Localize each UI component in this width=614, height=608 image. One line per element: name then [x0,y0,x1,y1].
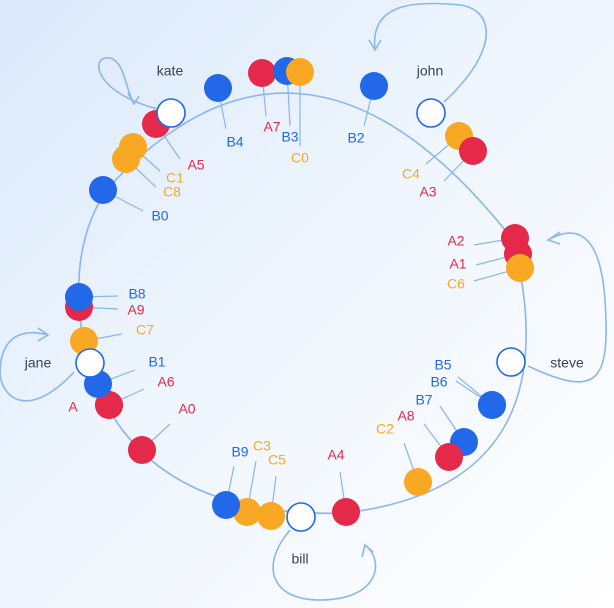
key-label-a3: A3 [419,184,436,200]
key-dot-a3 [459,137,487,165]
key-label-c4: C4 [402,166,420,182]
arrow-layer [0,2,607,601]
key-dot-c7 [70,327,98,355]
node-jane [75,348,105,378]
key-label-a4: A4 [327,447,344,463]
key-label-b5: B5 [434,357,451,373]
key-dot-a7 [248,59,276,87]
john-loop-arrow [368,2,488,103]
key-label-b2: B2 [347,130,364,146]
key-label-a2: A2 [447,233,464,249]
key-dot-b2 [360,72,388,100]
bill-loop-arrow [272,529,377,601]
key-label-c5: C5 [268,452,286,468]
key-label-c6: C6 [447,276,465,292]
key-label-b0: B0 [151,208,168,224]
key-dot-b4 [204,74,232,102]
key-label-b7: B7 [415,392,432,408]
key-dot-c5 [257,502,285,530]
key-dot-b0 [89,176,117,204]
key-label-c3: C3 [253,438,271,454]
key-dot-a8 [435,443,463,471]
key-label-c8: C8 [163,184,181,200]
key-dot-a [95,391,123,419]
key-label-b8: B8 [128,286,145,302]
key-label-b3: B3 [281,129,298,145]
key-label-a8: A8 [397,408,414,424]
key-dot-c2 [404,468,432,496]
key-label-c7: C7 [136,322,154,338]
node-john [416,98,446,128]
node-label-bill: bill [291,551,308,567]
node-bill [286,502,316,532]
key-label-a9: A9 [127,302,144,318]
node-kate [156,98,186,128]
key-dot-a4 [332,498,360,526]
key-label-c1: C1 [166,170,184,186]
key-label-a0: A0 [178,401,195,417]
key-dot-b8 [65,283,93,311]
key-dot-b9 [212,491,240,519]
key-label-b6: B6 [430,374,447,390]
node-steve [496,347,526,377]
key-dot-b6 [478,391,506,419]
key-label-c0: C0 [291,150,309,166]
key-label-a: A [68,399,78,415]
key-dot-c0 [286,58,314,86]
key-label-a7: A7 [263,119,280,135]
key-label-b4: B4 [226,134,243,150]
node-label-steve: steve [550,355,584,371]
key-label-a1: A1 [449,256,466,272]
key-dot-c1 [119,133,147,161]
kate-loop-arrow [98,57,163,111]
key-label-b1: B1 [148,354,165,370]
node-label-john: john [416,63,443,79]
key-label-a5: A5 [187,157,204,173]
node-label-jane: jane [24,355,52,371]
node-label-kate: kate [157,63,184,79]
jane-loop-arrow [0,327,75,402]
key-label-a6: A6 [157,374,174,390]
key-label-c2: C2 [376,421,394,437]
steve-loop-arrow [527,231,607,383]
nodes-layer [75,98,526,532]
key-dot-a0 [128,436,156,464]
key-label-b9: B9 [231,444,248,460]
key-dot-c6 [506,254,534,282]
